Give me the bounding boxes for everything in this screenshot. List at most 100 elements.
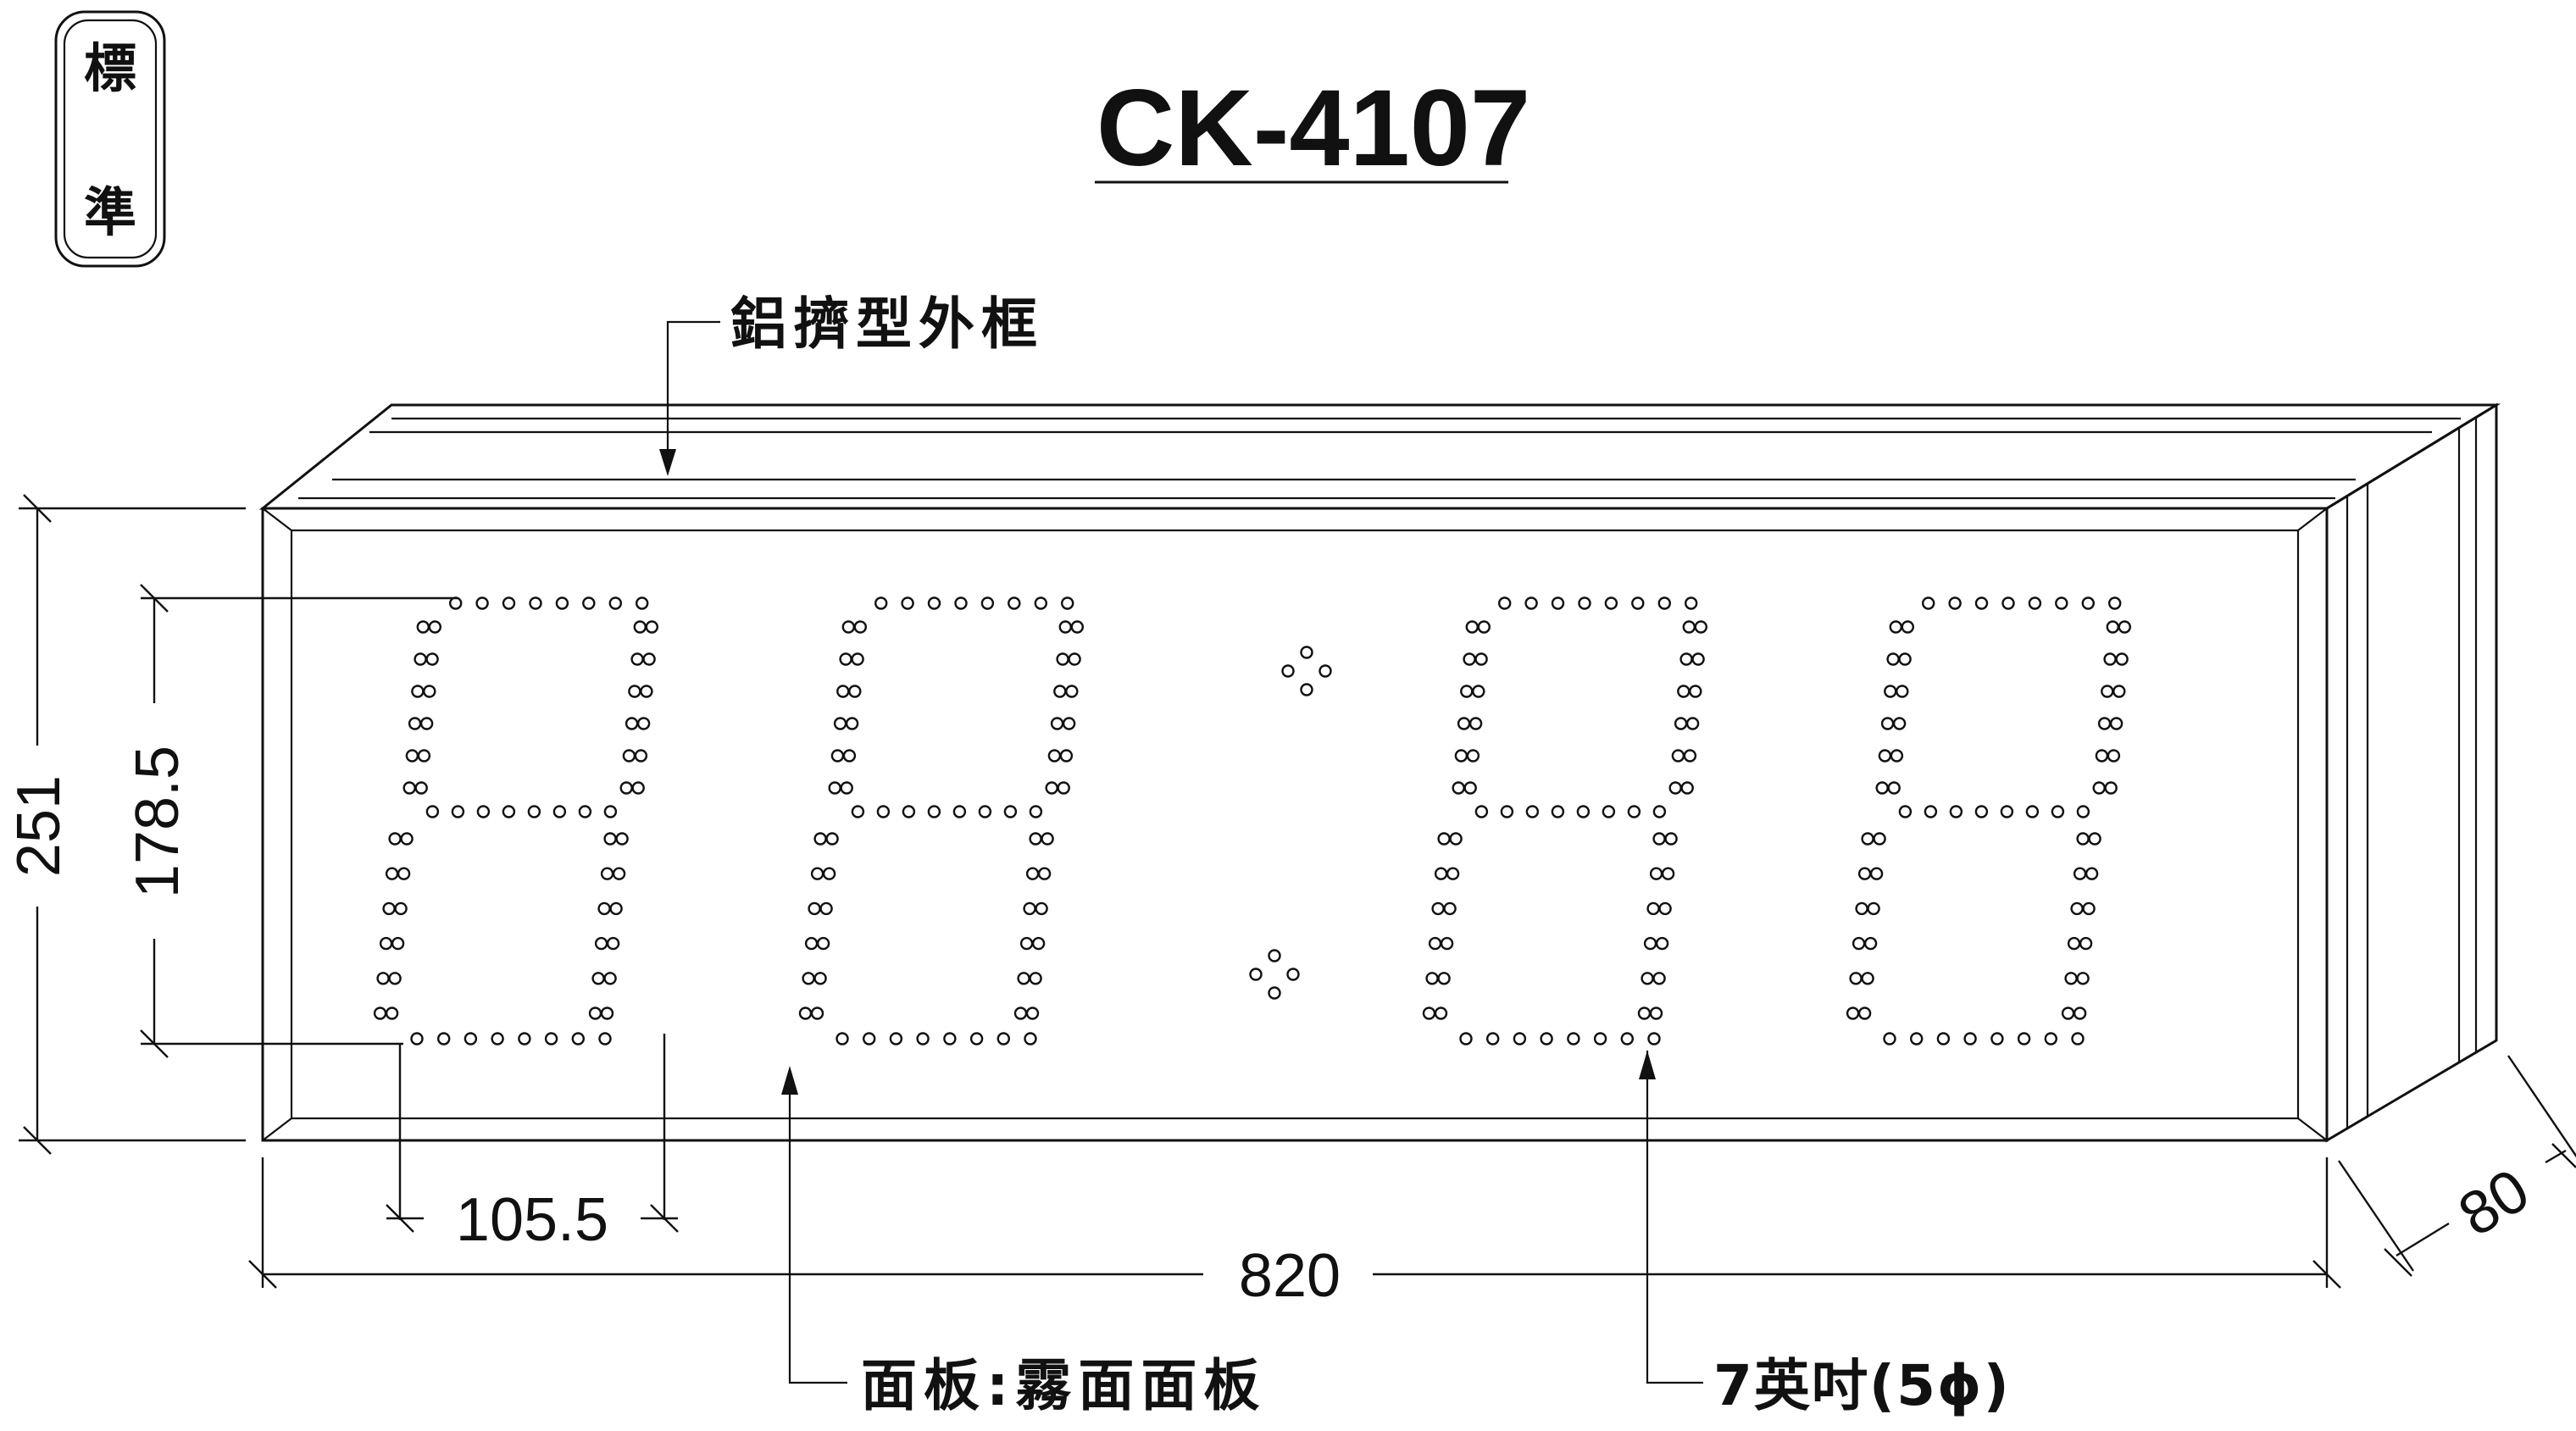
led-dot-segment [1031, 936, 1046, 951]
led-dot-segment [1677, 685, 1690, 698]
led-dot-segment [598, 1032, 612, 1046]
led-dot-segment [2118, 620, 2132, 634]
led-dot-segment [1485, 1032, 1500, 1046]
led-dot-segment [1898, 805, 1913, 818]
led-dot-segment [1689, 685, 1702, 698]
led-dot-segment [862, 1032, 876, 1046]
led-dot-segment [1948, 596, 1962, 610]
height-value: 251 [5, 775, 73, 877]
led-dot-segment [2076, 805, 2090, 818]
stamp-char-1: 標 [84, 37, 136, 99]
depth-value: 80 [2447, 1156, 2540, 1250]
led-dot-segment [1025, 867, 1040, 880]
led-dot-segment [1846, 1007, 1860, 1020]
led-dot-segment [954, 596, 968, 610]
led-dot-segment [1457, 717, 1471, 730]
led-colon [1249, 646, 1332, 1000]
led-dot-segment [841, 620, 855, 634]
led-dot-segment [1059, 749, 1074, 763]
led-dot-segment [1680, 781, 1694, 795]
led-dot-segment [2106, 620, 2120, 634]
led-dot-segment [1029, 972, 1042, 985]
colon-dot [1300, 646, 1313, 659]
led-dot-segment [518, 1032, 531, 1046]
colon-dot [1319, 664, 1332, 678]
led-dot-segment [1465, 620, 1480, 634]
led-dot-segment [848, 685, 862, 698]
led-dot-segment [1513, 1032, 1527, 1046]
led-dot-segment [851, 805, 865, 818]
led-dot-segment [1661, 867, 1675, 880]
dim-width: 820 [248, 1157, 2341, 1310]
led-dot-segment [410, 1032, 424, 1046]
led-dot-segment [1466, 749, 1480, 763]
led-dot-segment [2044, 1032, 2058, 1046]
led-dot-segment [1679, 652, 1693, 666]
led-digit-1 [373, 596, 658, 1046]
led-dot-segment [1056, 652, 1069, 666]
led-dot-segment [1025, 1007, 1040, 1020]
led-dot-segment [502, 596, 516, 610]
led-dot-segment [2076, 972, 2090, 985]
led-dot-segment [1652, 972, 1666, 985]
led-dot-segment [851, 652, 864, 666]
led-dot-segment [1437, 832, 1451, 846]
led-dot-segment [2104, 781, 2118, 795]
led-dot-segment [571, 1032, 585, 1046]
led-dot-segment [1909, 1032, 1924, 1046]
led-dot-segment [414, 652, 427, 666]
led-dot-segment [2073, 867, 2087, 880]
dim-digit-height: 178.5 [124, 584, 458, 1058]
led-dot-segment [1652, 832, 1666, 846]
led-dot-segment [1924, 805, 1938, 818]
led-dot-segment [397, 867, 411, 880]
led-dot-segment [1029, 805, 1043, 818]
led-dot-segment [1029, 832, 1042, 846]
led-dot-segment [804, 936, 819, 951]
led-dot-segment [1869, 867, 1884, 880]
led-dot-segment [425, 805, 440, 818]
led-dot-segment [449, 596, 463, 610]
led-dot-segment [582, 596, 596, 610]
led-dot-segment [1035, 901, 1048, 916]
led-dot-segment [2073, 1007, 2087, 1020]
side-face [2325, 402, 2498, 1143]
led-dot-segment [2071, 1032, 2085, 1046]
led-dot-segment [1459, 1032, 1473, 1046]
led-dot-segment [2097, 717, 2112, 730]
led-dot-segment [943, 1032, 957, 1046]
panel-callout: 面板:霧面面板 [781, 1066, 1259, 1418]
led-digit-2 [798, 596, 1085, 1046]
led-dot-segment [1674, 717, 1688, 730]
led-dot-segment [464, 1032, 478, 1046]
led-dot-segment [836, 685, 850, 698]
led-dot-segment [1454, 749, 1468, 763]
led-dot-segment [400, 832, 414, 846]
led-dot-segment [2095, 749, 2109, 763]
model-title: CK-4107 [1096, 68, 1530, 189]
led-dot-segment [927, 805, 941, 818]
colon-dot [1268, 986, 1281, 1000]
led-dot-segment [2025, 805, 2040, 818]
led-dot-segment [2051, 805, 2065, 818]
led-dot-segment [382, 901, 396, 916]
led-dot-segment [845, 717, 859, 730]
led-dot-segment [2112, 685, 2126, 698]
led-dot-segment [630, 652, 644, 666]
led-dot-segment [388, 972, 402, 985]
led-dot-segment [2064, 972, 2078, 985]
led-dot-segment [1019, 936, 1034, 951]
led-dot-segment [1620, 1032, 1635, 1046]
led-dot-segment [1855, 901, 1868, 916]
led-dot-segment [1013, 1007, 1028, 1020]
led-dot-segment [1428, 936, 1442, 951]
led-dot-segment [408, 717, 422, 730]
led-dot-segment [798, 1007, 813, 1020]
led-dot-segment [376, 972, 390, 985]
led-dot-segment [379, 936, 393, 951]
led-dot-segment [1034, 596, 1048, 610]
led-dot-segment [631, 781, 645, 795]
led-dot-segment [1641, 972, 1654, 985]
led-dot-segment [1422, 1007, 1436, 1020]
